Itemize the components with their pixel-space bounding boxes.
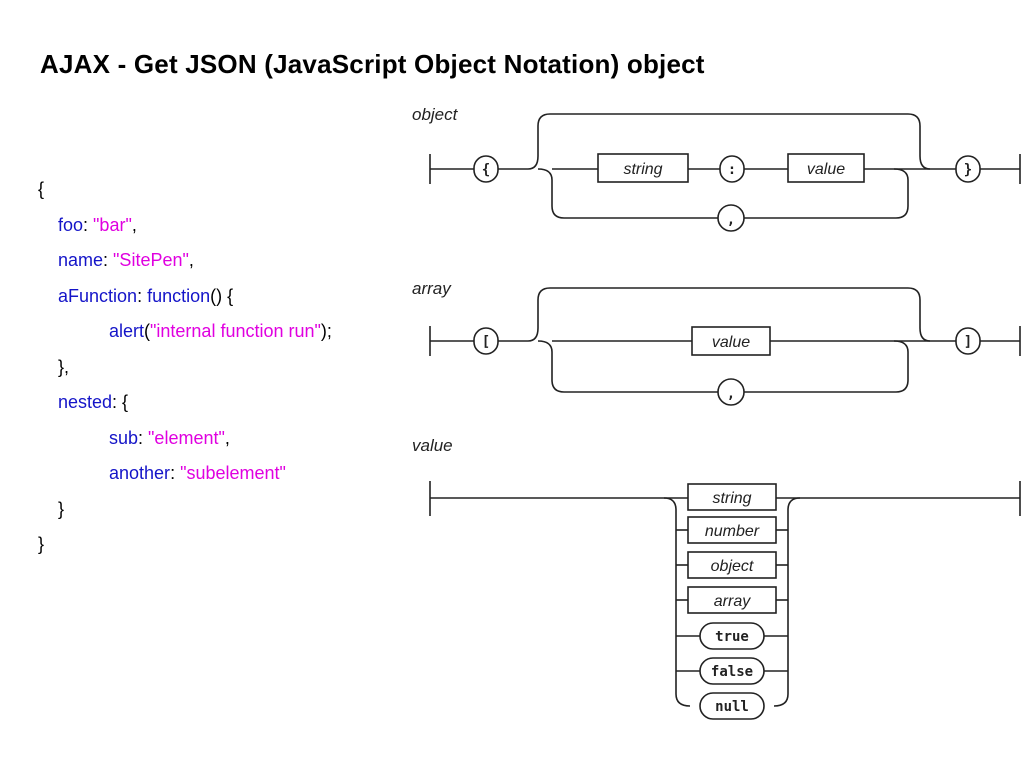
code-line: alert("internal function run"); [109, 321, 332, 341]
alert-arg: "internal function run" [150, 321, 321, 341]
slide-title: AJAX - Get JSON (JavaScript Object Notat… [40, 49, 705, 79]
foo-value: "bar" [93, 214, 132, 235]
syntax-diagram-svg: object { string : value , } [412, 105, 1021, 726]
value-number-box [687, 516, 777, 544]
value-left-rail [663, 497, 691, 707]
value-false-token [699, 657, 765, 685]
array-diagram: array [ value , ] [412, 279, 1021, 406]
object-loop-right [744, 168, 909, 219]
object-value-box [787, 153, 865, 183]
json-syntax-diagrams: object { string : value , } [408, 96, 1024, 726]
nested-key: nested [58, 392, 113, 412]
close-function: }, [58, 356, 70, 377]
value-literal-true: true [676, 622, 788, 650]
value-right-rail [773, 497, 801, 707]
value-label: value [412, 436, 453, 455]
alert-call: alert [109, 321, 145, 341]
value-array-text: array [714, 593, 751, 610]
object-open-text: { [482, 162, 490, 178]
value-null-text: null [715, 699, 749, 715]
code-line: sub: "element", [109, 427, 230, 448]
value-array-box [687, 586, 777, 614]
object-comma-token [717, 204, 745, 232]
code-line: } [38, 533, 332, 569]
object-string-box [597, 153, 689, 183]
close-brace: } [38, 534, 45, 554]
alert-tail: ); [320, 321, 332, 341]
value-diagram: value string number [412, 436, 1021, 726]
value-literal-false: false [676, 657, 788, 685]
nested-rest: : { [112, 392, 129, 412]
function-keyword: function [147, 285, 211, 306]
code-line: { [38, 178, 332, 214]
array-close-text: ] [964, 334, 972, 350]
afunction-key: aFunction [58, 285, 138, 306]
array-open-text: [ [482, 334, 490, 350]
object-diagram: object { string : value , } [412, 105, 1021, 232]
code-line: nested: { [38, 391, 332, 427]
value-option-array: array [676, 586, 788, 614]
object-colon-text: : [728, 162, 736, 178]
array-comma-text: , [727, 386, 735, 402]
another-key: another [109, 463, 171, 483]
name-value: "SitePen" [113, 250, 189, 270]
code-line: }, [38, 356, 332, 392]
function-rest: () { [210, 285, 234, 306]
object-close-text: } [964, 162, 972, 178]
code-line: another: "subelement" [109, 463, 286, 483]
array-value-box [691, 326, 771, 356]
value-option-number: number [676, 516, 788, 544]
array-label: array [412, 279, 452, 298]
array-comma-token [717, 378, 745, 406]
value-outer-rail [666, 498, 688, 726]
object-loop-left [537, 168, 718, 219]
object-empty-path [498, 113, 931, 170]
value-null-token [699, 692, 765, 720]
value-object-box [687, 551, 777, 579]
value-object-text: object [711, 558, 754, 575]
object-value-text: value [807, 161, 845, 178]
object-label: object [412, 105, 459, 124]
code-line: name: "SitePen", [58, 250, 194, 270]
value-option-string: string [687, 483, 777, 511]
array-value-text: value [712, 334, 750, 351]
code-line: } [38, 498, 332, 534]
value-option-object: object [676, 551, 788, 579]
value-false-text: false [711, 664, 753, 680]
json-code-sample: { foo: "bar", name: "SitePen", aFunction… [38, 178, 332, 569]
object-string-text: string [623, 161, 662, 178]
value-string-box [687, 483, 777, 511]
object-comma-text: , [727, 212, 735, 228]
value-true-text: true [715, 629, 749, 645]
array-empty-path [498, 287, 931, 342]
value-true-token [699, 622, 765, 650]
sub-key: sub [109, 427, 139, 448]
sub-value: "element" [148, 427, 225, 448]
foo-key: foo [58, 214, 84, 235]
another-value: "subelement" [180, 463, 286, 483]
value-literal-null: null [699, 692, 765, 720]
array-loop-left [537, 340, 718, 393]
array-loop-right [744, 340, 909, 393]
value-string-text: string [712, 490, 751, 507]
close-nested: } [58, 498, 65, 519]
value-number-text: number [705, 523, 760, 540]
open-brace: { [38, 179, 45, 199]
code-line: foo: "bar", [58, 214, 137, 235]
name-key: name [58, 250, 104, 270]
code-line: aFunction: function() { [58, 285, 234, 306]
